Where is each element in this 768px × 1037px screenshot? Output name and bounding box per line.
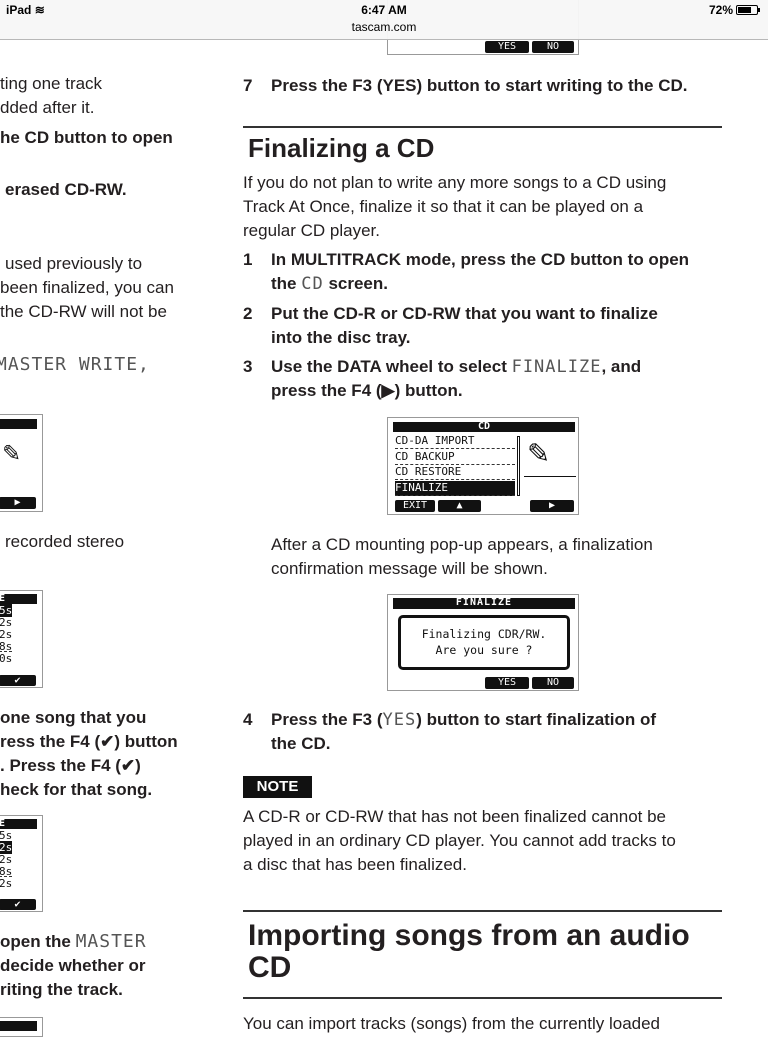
note-line: a disc that has been finalized. (243, 855, 467, 874)
text-line: ress the F4 (✔) button (0, 732, 178, 751)
device-label: iPad ≋ (6, 3, 45, 17)
paragraph-line: confirmation message will be shown. (271, 559, 548, 578)
divider (243, 910, 722, 912)
divider (243, 126, 722, 128)
note-line: A CD-R or CD-RW that has not been finali… (243, 807, 667, 826)
paragraph-line: Track At Once, finalize it so that it ca… (243, 197, 644, 216)
text-line: he CD button to open (0, 128, 173, 147)
lcd-finalize-confirm: FINALIZE Finalizing CDR/RW.Are you sure … (387, 594, 579, 691)
text-line: . Press the F4 (✔) (0, 756, 141, 775)
url-bar[interactable]: tascam.com (351, 20, 417, 34)
clock: 6:47 AM (361, 3, 407, 17)
wifi-icon: ≋ (34, 3, 45, 17)
paragraph-line: After a CD mounting pop-up appears, a fi… (271, 535, 653, 554)
status-bar: iPad ≋ 6:47 AM tascam.com 72% (0, 0, 768, 40)
text-line: erased CD-RW. (5, 180, 127, 199)
text-line: one song that you (0, 708, 147, 727)
paragraph-line: You can import tracks (songs) from the c… (243, 1014, 661, 1033)
note-line: played in an ordinary CD player. You can… (243, 831, 676, 850)
note-badge: NOTE (243, 776, 312, 798)
text-line: dded after it. (0, 98, 95, 117)
battery-status: 72% (709, 3, 760, 17)
text-line: recorded stereo (5, 532, 125, 551)
paragraph-line: regular CD player. (243, 221, 381, 240)
text-line: ting one track (0, 74, 103, 93)
text-line: heck for that song. (0, 780, 153, 799)
divider (243, 997, 722, 999)
lcd-fragment (0, 1017, 43, 1037)
text-line: decide whether or (0, 956, 146, 975)
lcd-fragment: ✎ ▶ (0, 414, 43, 512)
lcd-cd-menu: CD CD-DA IMPORT CD BACKUP CD RESTORE FIN… (387, 417, 579, 515)
text-line: open the MASTER (0, 931, 147, 952)
text-line: used previously to (5, 254, 143, 273)
paragraph-line: If you do not plan to write any more son… (243, 173, 667, 192)
cd-pencil-icon: ✎ (528, 432, 549, 472)
section-title: Finalizing a CD (248, 133, 435, 163)
cd-pencil-icon: ✎ (3, 435, 20, 468)
text-line: the CD-RW will not be (0, 302, 167, 321)
battery-icon (736, 5, 760, 15)
text-line: riting the track. (0, 980, 123, 999)
text-line: MASTER WRITE, (0, 354, 150, 375)
section-title: Importing songs from an audio CD (248, 919, 690, 984)
text-line: been finalized, you can (0, 278, 174, 297)
